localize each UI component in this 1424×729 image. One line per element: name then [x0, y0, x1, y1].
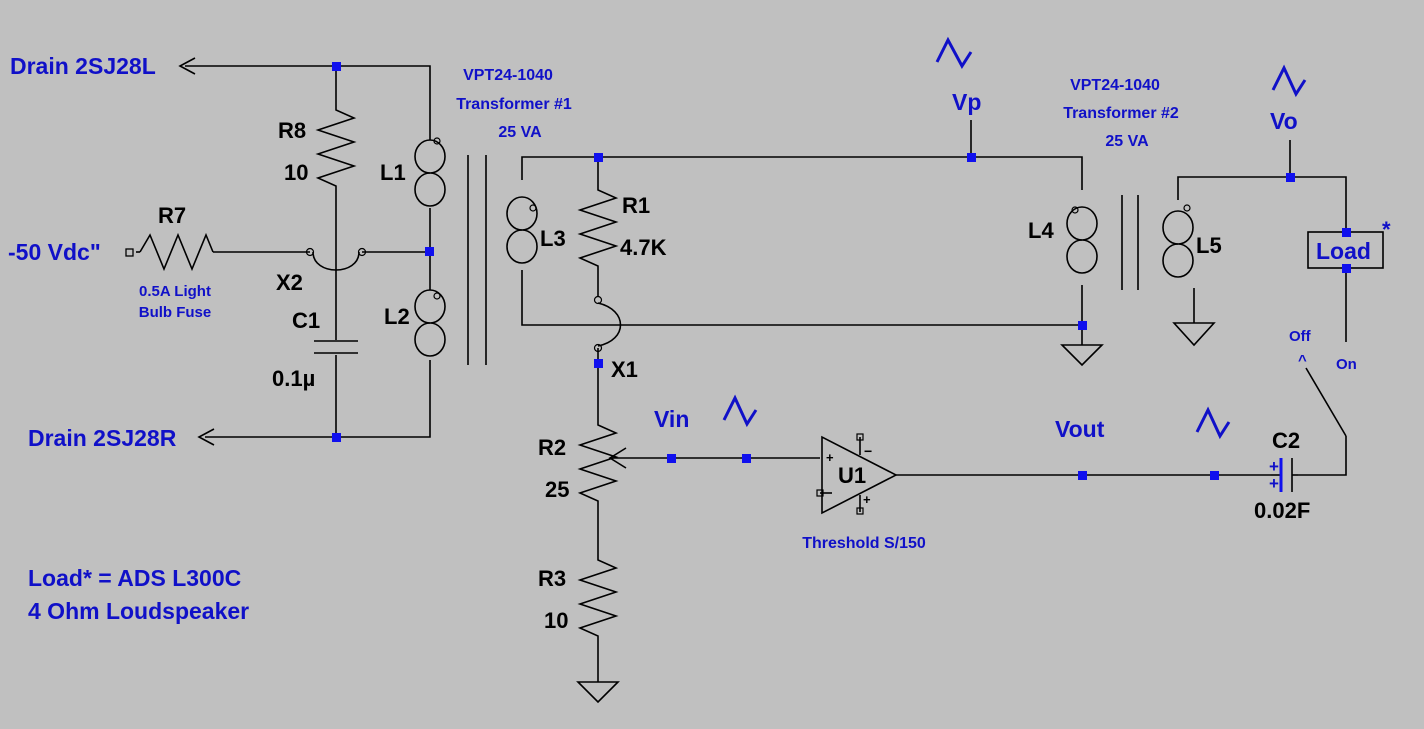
r7-ref: R7 [158, 203, 186, 228]
l4-inductor[interactable] [1065, 205, 1099, 275]
c2-polarity-mark: + [1269, 457, 1279, 476]
r1-resistor[interactable] [577, 185, 619, 270]
ground-icon [576, 681, 620, 704]
c2-value: 0.02F [1254, 498, 1310, 523]
sine-wave-icon [935, 36, 973, 69]
drain-right-arrow-icon [197, 428, 215, 446]
t2-name: Transformer #2 [1063, 105, 1179, 122]
junction-dots [332, 62, 1351, 480]
c1-ref: C1 [292, 308, 320, 333]
x1-label: X1 [611, 357, 638, 382]
t1-part: VPT24-1040 [463, 67, 553, 84]
c1-capacitor[interactable] [314, 340, 358, 354]
c2-ref: C2 [1272, 428, 1300, 453]
l5-label: L5 [1196, 233, 1222, 258]
note-line-1: Load* = ADS L300C [28, 565, 241, 591]
r2-wiper-icon [608, 447, 627, 469]
u1-opamp[interactable] [816, 433, 898, 515]
r7-resistor[interactable] [139, 232, 214, 272]
u1-ref: U1 [838, 463, 866, 488]
r2-potentiometer[interactable] [577, 420, 619, 505]
switch-off-label: Off [1289, 328, 1312, 345]
l1-inductor[interactable] [414, 139, 446, 207]
ground-icon [1060, 344, 1104, 367]
opamp-plus-pin: + [826, 450, 834, 465]
sine-wave-icon [1195, 406, 1231, 440]
opamp-minus-pin: − [864, 443, 872, 459]
vo-label: Vo [1270, 108, 1298, 134]
sine-wave-icon [722, 394, 758, 428]
c2-polarity-mark: + [1269, 474, 1279, 493]
ground-icon [1172, 322, 1216, 347]
supply-label: -50 Vdc" [8, 239, 101, 265]
coil-phase-dots [433, 137, 1191, 300]
switch-caret: ^ [1298, 352, 1307, 369]
r7-note-1: 0.5A Light [139, 283, 211, 300]
wires [136, 65, 1347, 682]
r2-value: 25 [545, 477, 569, 502]
r7-note-2: Bulb Fuse [139, 304, 212, 321]
vin-label: Vin [654, 406, 689, 432]
l4-label: L4 [1028, 218, 1054, 243]
vp-label: Vp [952, 89, 981, 115]
r8-value: 10 [284, 160, 308, 185]
drain-left-label: Drain 2SJ28L [10, 53, 156, 79]
r8-resistor[interactable] [315, 105, 357, 190]
r3-ref: R3 [538, 566, 566, 591]
note-line-2: 4 Ohm Loudspeaker [28, 598, 249, 624]
l1-label: L1 [380, 160, 406, 185]
l2-label: L2 [384, 304, 410, 329]
supply-pin-icon [125, 248, 134, 257]
transformer-1-core [467, 155, 487, 365]
drain-right-label: Drain 2SJ28R [28, 425, 177, 451]
x2-label: X2 [276, 270, 303, 295]
u1-desc: Threshold S/150 [802, 535, 926, 552]
vout-label: Vout [1055, 416, 1105, 442]
t2-part: VPT24-1040 [1070, 77, 1160, 94]
r1-value: 4.7K [620, 235, 667, 260]
open-pin-circles [305, 247, 603, 353]
c1-value: 0.1µ [272, 366, 315, 391]
l5-inductor[interactable] [1161, 209, 1195, 279]
t1-rating: 25 VA [498, 124, 542, 141]
t1-name: Transformer #1 [456, 96, 572, 113]
sine-wave-icon [1271, 64, 1307, 98]
load-star: * [1382, 217, 1391, 242]
l2-inductor[interactable] [414, 289, 446, 357]
r8-ref: R8 [278, 118, 306, 143]
t2-rating: 25 VA [1105, 133, 1149, 150]
r2-ref: R2 [538, 435, 566, 460]
switch-on-label: On [1336, 356, 1357, 373]
drain-left-arrow-icon [178, 57, 196, 75]
l3-label: L3 [540, 226, 566, 251]
r3-resistor[interactable] [577, 555, 619, 640]
r3-value: 10 [544, 608, 568, 633]
c2-capacitor[interactable] [1270, 458, 1298, 492]
load-ref: Load [1316, 238, 1371, 264]
transformer-2-core [1121, 195, 1139, 290]
r1-ref: R1 [622, 193, 650, 218]
l3-inductor[interactable] [506, 196, 538, 264]
opamp-plus-pin: + [863, 492, 871, 507]
